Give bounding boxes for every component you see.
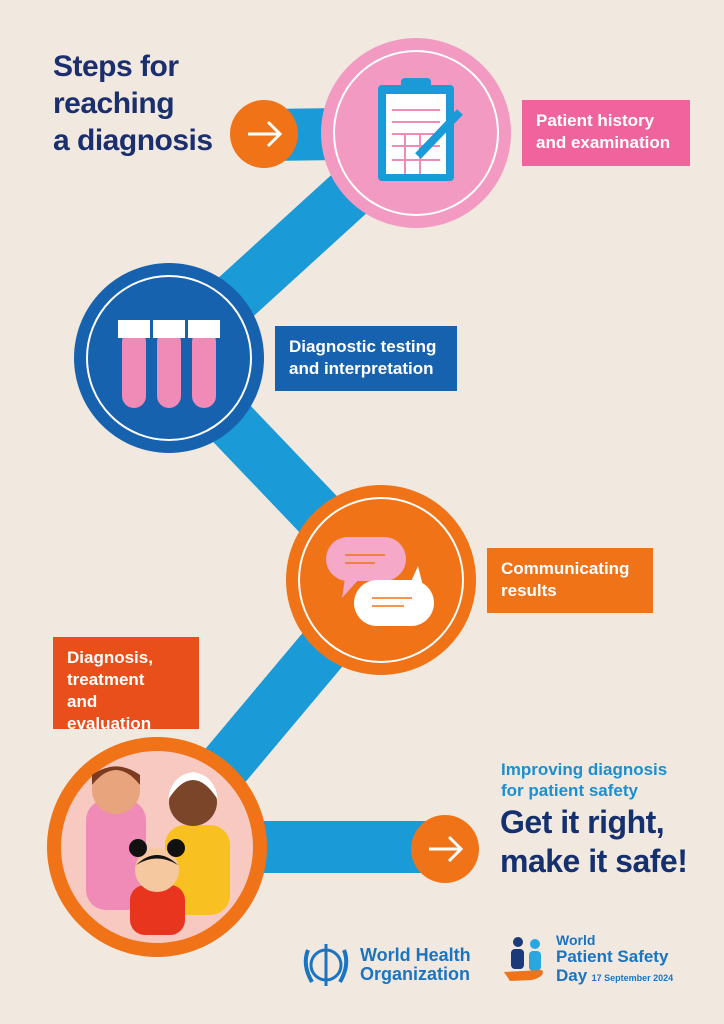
title-line: Steps for xyxy=(53,50,179,83)
label-line: and evaluation xyxy=(67,692,152,733)
slogan-line: Get it right, xyxy=(500,804,665,840)
end-arrow xyxy=(411,815,479,883)
label-line: Communicating xyxy=(501,559,630,578)
step-label-communicating-results: Communicating results xyxy=(487,548,653,613)
step-label-patient-history: Patient history and examination xyxy=(522,100,690,166)
patient-safety-emblem-icon xyxy=(504,937,543,981)
start-arrow xyxy=(230,100,298,168)
slogan-line: make it safe! xyxy=(500,843,688,879)
wpsd-line: Day xyxy=(556,966,588,985)
wpsd-line: Patient Safety xyxy=(556,947,669,966)
slogan: Get it right, make it safe! xyxy=(500,803,688,881)
page-title: Steps for reaching a diagnosis xyxy=(53,48,213,159)
label-line: treatment xyxy=(67,670,145,689)
wpsd-line: World xyxy=(556,932,596,948)
subtitle-line: Improving diagnosis xyxy=(501,760,668,779)
label-line: Diagnostic testing xyxy=(289,337,437,356)
subtitle-line: for patient safety xyxy=(501,781,638,800)
family-icon xyxy=(47,737,267,957)
label-line: results xyxy=(501,581,557,600)
step-label-diagnosis-treatment: Diagnosis, treatment and evaluation xyxy=(53,637,199,733)
test-tubes-icon xyxy=(74,263,264,453)
label-line: and interpretation xyxy=(289,359,434,378)
who-emblem-icon xyxy=(303,944,349,986)
speech-bubbles-icon xyxy=(286,485,476,675)
who-name-line: Organization xyxy=(360,964,471,984)
who-logo: World Health Organization xyxy=(298,940,471,990)
title-line: reaching xyxy=(53,87,175,120)
world-patient-safety-day-logo: World Patient Safety Day 17 September 20… xyxy=(502,932,673,986)
label-line: Patient history xyxy=(536,111,655,130)
clipboard-icon xyxy=(321,38,511,228)
label-line: and examination xyxy=(536,133,671,152)
event-date: 17 September 2024 xyxy=(591,973,674,983)
title-line: a diagnosis xyxy=(53,124,213,157)
tagline-subtitle: Improving diagnosis for patient safety xyxy=(501,759,667,801)
step-label-diagnostic-testing: Diagnostic testing and interpretation xyxy=(275,326,457,391)
who-name-line: World Health xyxy=(360,945,471,965)
label-line: Diagnosis, xyxy=(67,648,153,667)
